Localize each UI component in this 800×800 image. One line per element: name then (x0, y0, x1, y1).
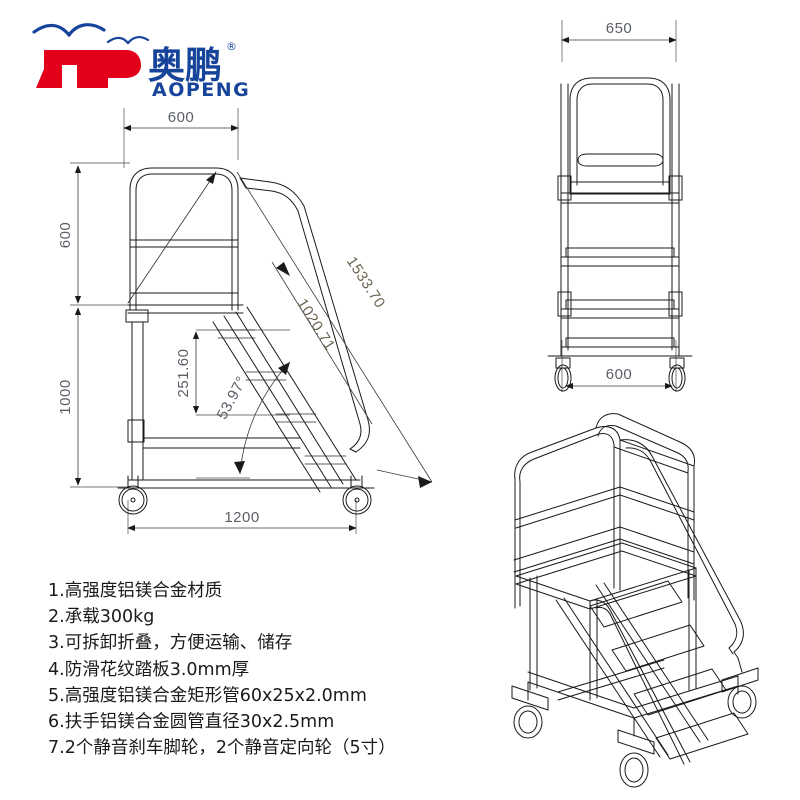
dimension-guardrail-height: 600 (57, 165, 82, 304)
spec-text-2: 承载300kg (64, 607, 155, 628)
front-elevation-view: 650 (547, 20, 693, 392)
birds-icon (32, 23, 106, 37)
logo-chinese-name: 奥鹏 (148, 44, 222, 87)
isometric-3d-view (511, 413, 759, 788)
logo-romanized-name: AOPENG (152, 79, 250, 100)
logo-registered-mark: ® (226, 40, 237, 53)
dimension-label-platform-width: 600 (168, 109, 195, 126)
dimension-label-front-top-width: 650 (606, 20, 633, 37)
dimension-label-guardrail-height: 600 (57, 222, 74, 249)
spec-text-3: 可拆卸折叠，方便运输、储存 (64, 633, 293, 654)
dimension-front-base-width: 600 (565, 366, 673, 390)
spec-item-3: 3.可拆卸折叠，方便运输、储存 (48, 630, 508, 656)
caster-wheel-left (117, 475, 153, 515)
dimension-overall-length: 1200 (127, 509, 357, 532)
caster-wheel-right (339, 475, 375, 515)
logo-latin-mark (36, 50, 141, 88)
spec-item-7: 7.2个静音刹车脚轮，2个静音定向轮（5寸） (48, 735, 508, 761)
spec-item-6: 6.扶手铝镁合金圆管直径30x2.5mm (48, 709, 508, 735)
spec-text-7: 2个静音刹车脚轮，2个静音定向轮（5寸） (64, 738, 396, 759)
spec-text-5: 高强度铝镁合金矩形管60x25x2.0mm (64, 685, 367, 706)
dimension-front-top-width: 650 (561, 20, 677, 44)
spec-text-6: 扶手铝镁合金圆管直径30x2.5mm (64, 712, 335, 733)
spec-text-1: 高强度铝镁合金材质 (64, 581, 223, 601)
spec-number-2: 2. (48, 607, 65, 628)
spec-number-5: 5. (48, 685, 65, 706)
caster-wheel-iso-left (511, 685, 549, 739)
caster-wheel-iso-front (617, 729, 655, 788)
dimension-label-front-base-width: 600 (606, 366, 633, 383)
spec-number-6: 6. (48, 712, 65, 733)
dimension-platform-width: 600 (123, 109, 239, 132)
spec-number-1: 1. (48, 581, 65, 601)
spec-number-3: 3. (48, 633, 65, 654)
dimension-platform-height: 1000 (57, 307, 82, 486)
dimension-step-rise: 251.60 (175, 331, 200, 414)
spec-item-1: 1.高强度铝镁合金材质 (48, 578, 508, 604)
caster-wheel-front-right (661, 355, 693, 392)
spec-number-4: 4. (48, 659, 65, 680)
aopeng-logo: 奥鹏 ® AOPENG (22, 8, 272, 100)
dimension-stair-stringer-length: 1020.71 (271, 261, 373, 425)
dimension-label-step-rise: 251.60 (175, 349, 192, 398)
birds-icon-small (106, 36, 150, 45)
side-elevation-view: 600 600 1000 (57, 108, 433, 534)
caster-wheel-front-left (547, 355, 579, 392)
dimension-label-overall-length: 1200 (224, 509, 259, 526)
spec-number-7: 7. (48, 738, 65, 759)
dimension-label-stair-span-outer: 1533.70 (343, 254, 389, 312)
spec-item-4: 4.防滑花纹踏板3.0mm厚 (48, 657, 508, 683)
caster-wheel-iso-right (721, 667, 759, 719)
spec-item-5: 5.高强度铝镁合金矩形管60x25x2.0mm (48, 683, 508, 709)
dimension-stair-angle: 53.97° (196, 361, 291, 479)
spec-item-2: 2.承载300kg (48, 604, 508, 630)
product-specification-list: 1.高强度铝镁合金材质 2.承载300kg 3.可拆卸折叠，方便运输、储存 4.… (48, 578, 508, 761)
dimension-label-platform-height: 1000 (57, 379, 74, 414)
spec-text-4: 防滑花纹踏板3.0mm厚 (64, 659, 250, 680)
